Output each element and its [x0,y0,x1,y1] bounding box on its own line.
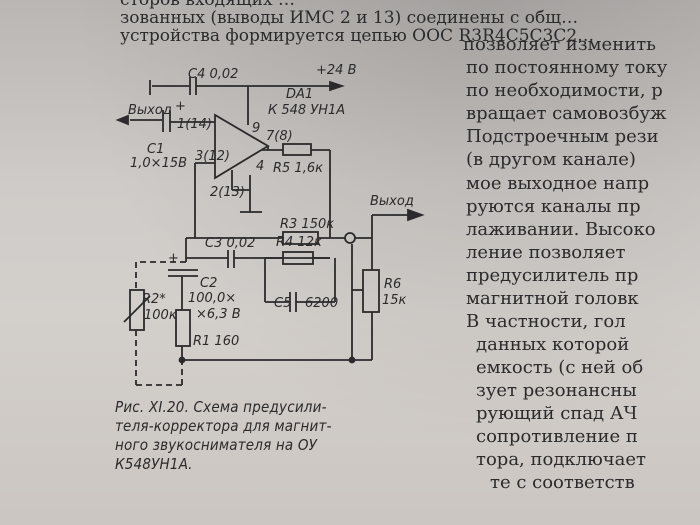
right-line: зует резонансны [476,380,637,401]
right-line: емкость (с ней об [476,357,644,378]
right-line: те с соответств [490,472,635,493]
r1-label: R1 160 [193,334,239,349]
right-line: тора, подключает [476,449,647,470]
right-line: по необходимости, р [466,80,663,101]
c1-label: С1 [147,142,164,157]
r6-value: 15к [382,293,407,308]
c2-label: С2 [200,276,217,291]
right-line: рующий спад АЧ [476,403,638,424]
c2-value-1: 100,0× [188,291,236,306]
r2-label: R2* [142,292,166,307]
r5-label: R5 1,6к [273,161,323,176]
caption-line: ного звукоснимателя на ОУ [115,436,318,454]
input-arrow-icon [115,114,129,126]
caption-line: К548УН1А. [115,455,193,473]
da1-label: DA1 [286,87,313,102]
r2-resistor [129,289,145,331]
opamp-triangle [214,113,270,180]
right-line: мое выходное напр [466,173,650,194]
c4-label: С4 0,02 [188,67,238,82]
circuit-schematic: С4 0,02 +24 В Выход DA1 К 548 УН1А 1(14)… [115,63,425,386]
r6-resistor [362,269,380,313]
supply-arrow-icon [329,80,345,92]
caption-line: теля-корректора для магнит- [115,417,332,435]
pin7-label: 7(8) [266,129,293,144]
right-line: по постоянному току [466,57,668,78]
figure-caption: Рис. XI.20. Схема предусили- теля-коррек… [115,398,445,474]
c5-label: С5 [274,296,291,311]
pin9-label: 9 [252,121,260,136]
r5-resistor [282,143,312,156]
right-line: данных которой [476,334,630,355]
right-line: руются каналы пр [466,196,641,217]
pin4-label: 4 [256,159,264,174]
right-line: лаживании. Высоко [466,219,656,240]
right-line: ление позволяет [466,242,626,263]
r2-value: 100к [144,308,177,323]
r3-label: R3 150к [280,217,334,232]
output-label: Выход [370,194,414,209]
right-line: позволяет изменить [463,34,656,55]
right-line: магнитной головк [466,288,639,309]
node-dot [348,356,356,364]
right-line: вращает самовозбуж [466,103,667,124]
right-line: (в другом канале) [466,149,636,170]
supply-label: +24 В [316,63,357,78]
pin3-label: 3(12) [195,149,230,164]
output-arrow-icon [407,208,425,222]
caption-line: Рис. XI.20. Схема предусили- [115,398,327,416]
r4-label: R4 12к [276,235,322,250]
r6-label: R6 [384,277,401,292]
right-line: предусилитель пр [466,265,639,286]
top-line-2: зованных (выводы ИМС 2 и 13) соединены с… [120,8,579,28]
r1-resistor [175,309,191,347]
c3-label: С3 0,02 [205,236,255,251]
c1-value: 1,0×15В [130,156,187,171]
right-line: Подстроечным рези [466,126,659,147]
right-line: В частности, гол [466,311,626,332]
r2-trim-arrow [123,295,151,323]
input-label: Выход [128,103,172,118]
top-line-3: устройства формируется цепью ООС R3R4C5C… [120,26,595,46]
pin2-label: 2(13) [210,185,245,200]
output-node [344,232,356,244]
c5-value: 6200 [305,296,338,311]
c2-plus: + [168,251,179,266]
top-line-1: сторов входящих … [120,0,295,10]
pin1-label: 1(14) [177,117,212,132]
c1-plus: + [175,99,186,114]
right-line: сопротивление п [476,426,638,447]
c2-value-2: ×6,3 В [196,307,241,322]
chip-label: К 548 УН1А [268,103,345,118]
